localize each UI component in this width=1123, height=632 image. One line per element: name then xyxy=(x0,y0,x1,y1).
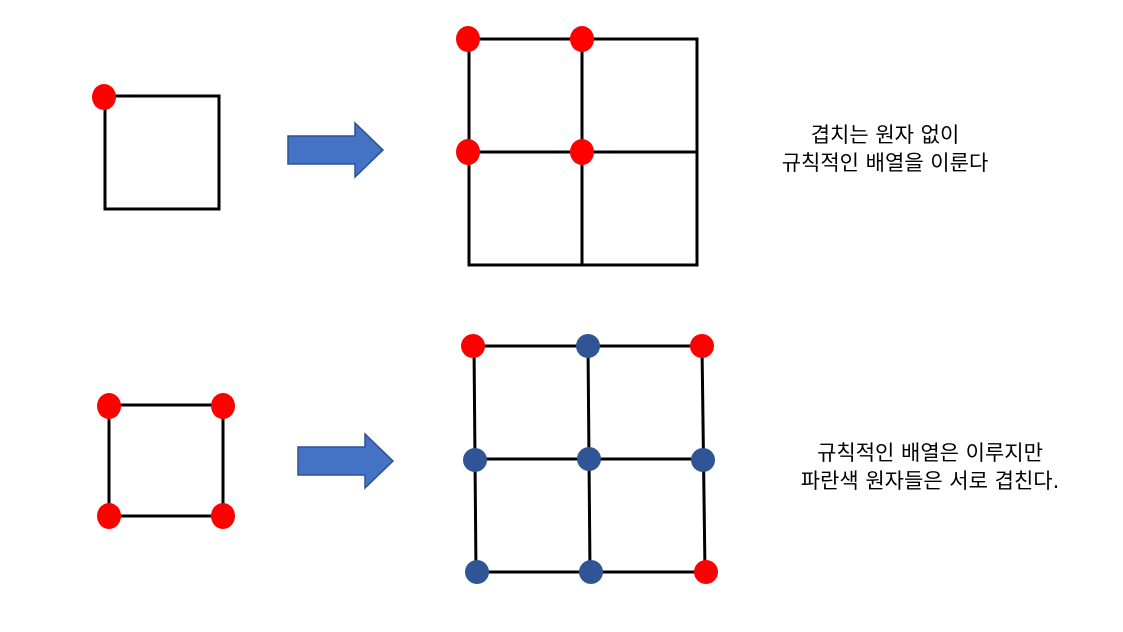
blue-atom xyxy=(463,448,487,472)
right-arrow-icon xyxy=(287,121,385,179)
bottom-unit-cell xyxy=(97,393,235,529)
right-arrow-icon xyxy=(297,432,395,490)
blue-atom xyxy=(577,447,601,471)
bottom-lattice-grid xyxy=(461,334,718,584)
bottom-caption-line2: 파란색 원자들은 서로 겹친다. xyxy=(800,469,1060,493)
blue-atom xyxy=(579,560,603,584)
top-caption: 겹치는 원자 없이 규칙적인 배열을 이룬다 xyxy=(740,121,1030,177)
top-unit-cell xyxy=(92,84,221,211)
red-atom xyxy=(211,393,235,419)
blue-atom xyxy=(691,448,715,472)
red-atom xyxy=(570,26,594,52)
red-atom xyxy=(456,139,480,165)
top-lattice-grid xyxy=(456,26,699,267)
top-caption-line1: 겹치는 원자 없이 xyxy=(810,123,960,147)
red-atom xyxy=(456,26,480,52)
bottom-unit-cell-square xyxy=(107,403,225,518)
red-atom xyxy=(570,139,594,165)
red-atom xyxy=(92,84,116,110)
blue-atom xyxy=(465,560,489,584)
red-atom xyxy=(97,503,121,529)
top-unit-cell-square xyxy=(103,94,221,211)
bottom-caption-line1: 규칙적인 배열은 이루지만 xyxy=(817,441,1043,465)
top-caption-line2: 규칙적인 배열을 이룬다 xyxy=(781,151,989,175)
red-atom xyxy=(97,393,121,419)
red-atom xyxy=(694,560,718,584)
red-atom xyxy=(211,503,235,529)
blue-atom xyxy=(576,334,600,358)
bottom-caption: 규칙적인 배열은 이루지만 파란색 원자들은 서로 겹친다. xyxy=(770,439,1090,495)
red-atom xyxy=(690,334,714,358)
red-atom xyxy=(461,334,485,358)
